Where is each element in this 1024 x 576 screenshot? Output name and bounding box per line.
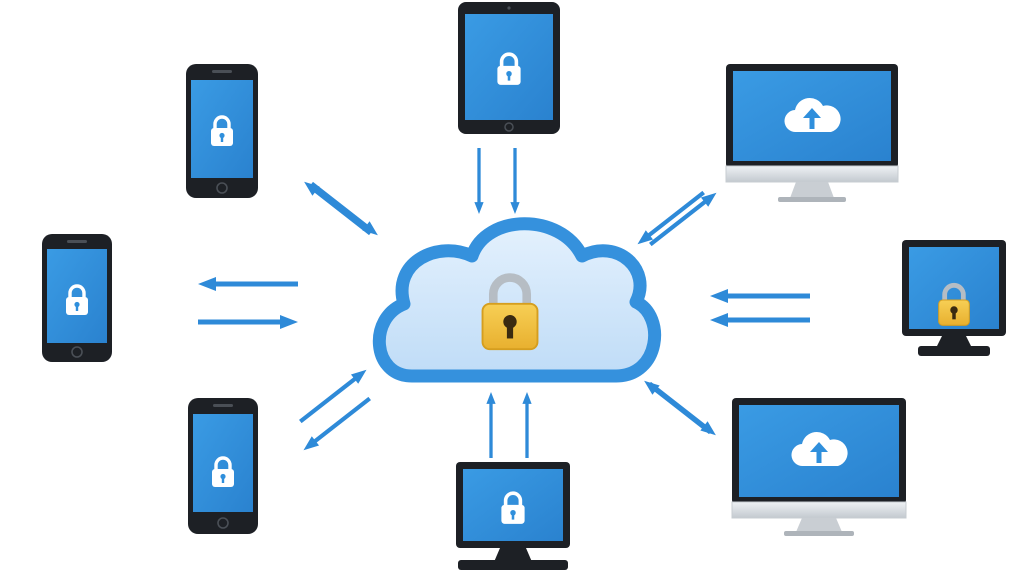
arrow-pair-upper-right — [633, 187, 721, 250]
central-cloud — [373, 217, 662, 383]
desktop-monitor-bottom — [456, 462, 570, 570]
arrow-pair-upper-left — [300, 177, 382, 240]
all-in-one-computer-top-right — [725, 64, 899, 202]
smartphone-top-left — [186, 64, 258, 198]
desktop-monitor-right — [902, 240, 1006, 356]
arrow-pair-left — [198, 277, 298, 329]
arrow-pair-bottom — [486, 392, 532, 458]
arrow-pair-lower-left — [296, 365, 374, 455]
arrow-pair-top — [474, 148, 520, 214]
arrow-pair-right — [710, 289, 810, 327]
tablet-top — [458, 2, 560, 134]
all-in-one-computer-bottom-right — [731, 398, 907, 536]
arrow-pair-lower-right — [640, 376, 720, 440]
smartphone-bottom-left — [188, 398, 258, 534]
smartphone-left — [42, 234, 112, 362]
